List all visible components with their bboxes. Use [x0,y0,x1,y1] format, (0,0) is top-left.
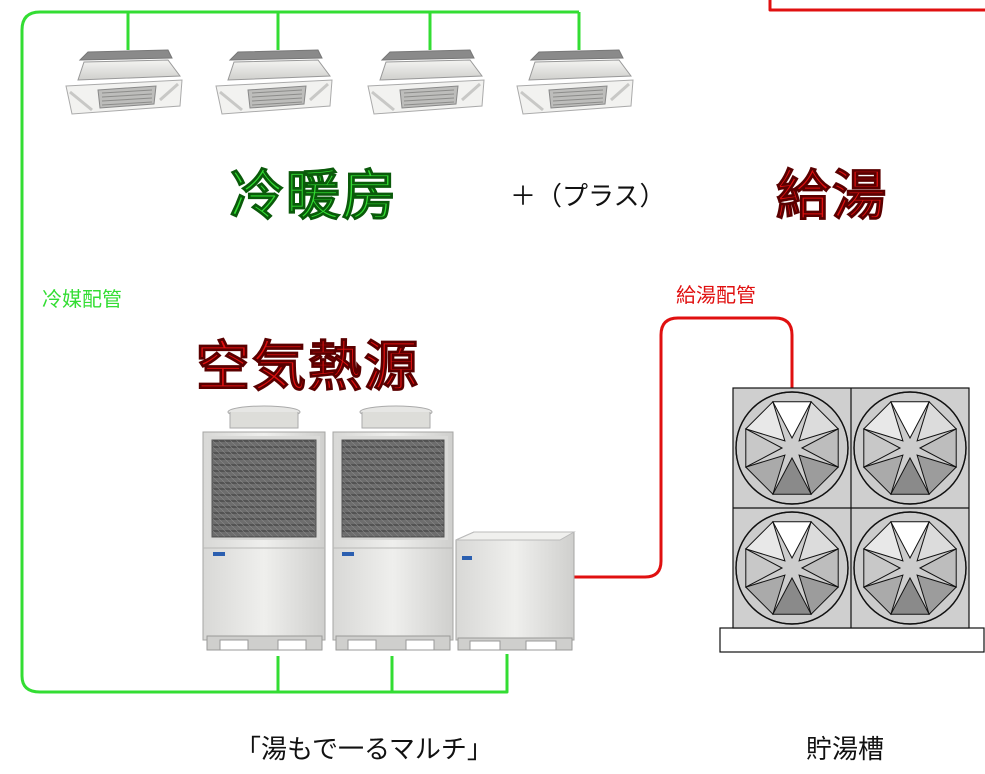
hydro-box-icon [455,531,576,651]
hot-water-top-line [768,0,985,12]
refrigerant-main-loop [20,10,509,694]
hot-water-piping-label: 給湯配管 [676,283,756,307]
outdoor-heat-pump-icon [202,405,326,651]
air-heat-source-label: 空気熱源 [196,335,420,398]
storage-tank-icon [719,387,985,653]
refrigerant-piping-label: 冷媒配管 [42,287,122,311]
ceiling-cassette-icon [65,49,183,115]
fan-icon [735,391,849,505]
hot-water-piping [574,0,985,579]
ceiling-cassette-icon [367,49,485,115]
ceiling-cassette-icon [516,49,634,115]
plus-label: ＋（プラス） [510,182,665,212]
fan-icon [735,511,849,625]
refrigerant-piping [20,10,581,694]
system-name-caption: 「湯もで一るマルチ」 [235,735,493,765]
storage-tank-caption: 貯湯槽 [806,735,884,765]
ceiling-cassette-icon [215,49,333,115]
fan-icon [853,391,967,505]
outdoor-units [202,405,576,651]
heating-cooling-label: 冷暖房 [230,164,398,227]
indoor-units [65,49,634,115]
hot-water-supply-label: 給湯 [776,164,888,227]
hot-water-supply-line [574,316,794,579]
fan-icon [853,511,967,625]
outdoor-heat-pump-icon [332,405,454,651]
